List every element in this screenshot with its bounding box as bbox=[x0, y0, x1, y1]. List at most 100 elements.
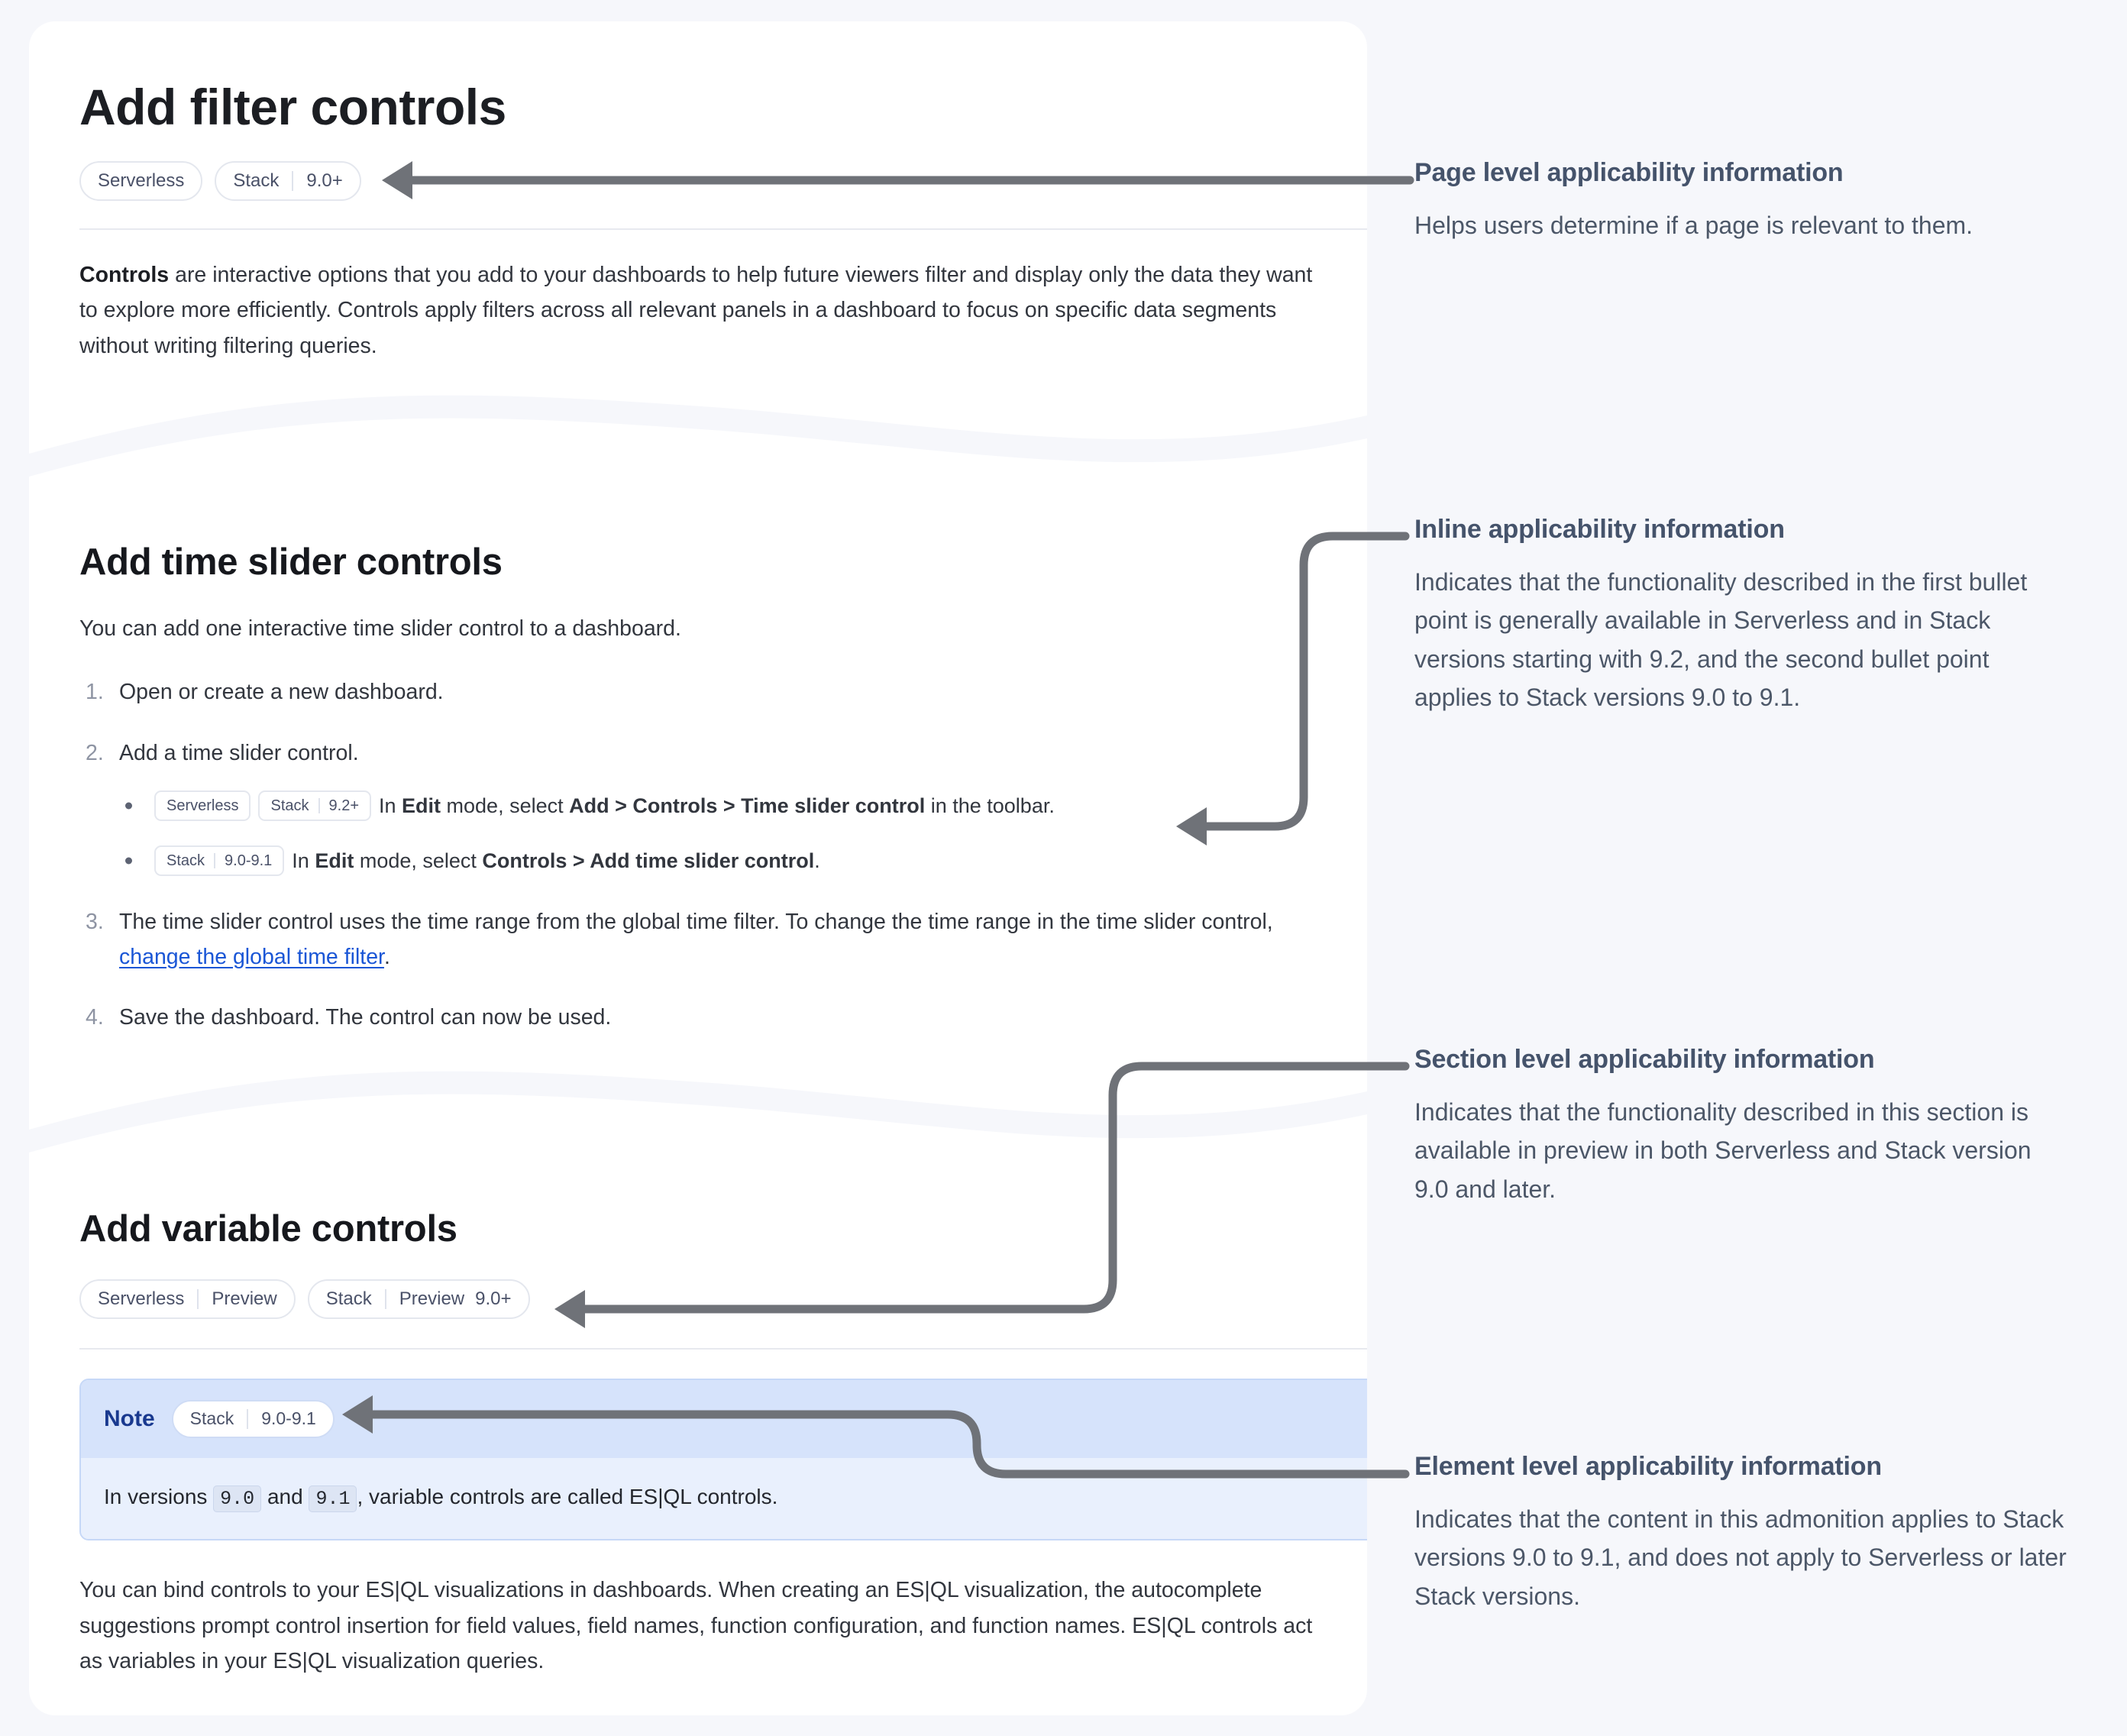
annotation-title: Inline applicability information bbox=[1414, 515, 1785, 544]
badge-key: Stack bbox=[166, 852, 205, 870]
step-text-a: The time slider control uses the time ra… bbox=[119, 910, 1273, 935]
header-divider bbox=[79, 228, 1367, 231]
annotation-title: Element level applicability information bbox=[1414, 1452, 1882, 1481]
note-header: Note Stack 9.0-9.1 bbox=[81, 1379, 1367, 1458]
code-version-90: 9.0 bbox=[213, 1485, 262, 1512]
bullet-item: Serverless Stack 9.2+ In Edit mode, sele… bbox=[119, 790, 1367, 822]
badge-stack[interactable]: Stack 9.0-9.1 bbox=[154, 845, 285, 877]
badge-separator bbox=[214, 853, 216, 869]
badge-value: 9.0-9.1 bbox=[225, 852, 273, 870]
badge-value: 9.0-9.1 bbox=[261, 1408, 316, 1429]
step-item: Add a time slider control. Serverless St… bbox=[79, 736, 1367, 877]
bullet-mid-1: mode, select bbox=[441, 794, 570, 817]
badge-value: Preview bbox=[399, 1288, 465, 1309]
note-label: Note bbox=[104, 1405, 155, 1431]
intro-rest: are interactive options that you add to … bbox=[79, 263, 1313, 358]
page-applicability-badges: Serverless Stack 9.0+ bbox=[79, 161, 1367, 202]
bullet-text: In Edit mode, select Controls > Add time… bbox=[292, 846, 819, 876]
annotation-title: Page level applicability information bbox=[1414, 158, 1844, 187]
bullet-bold-1: Edit bbox=[402, 794, 441, 817]
intro-lead: Controls bbox=[79, 263, 170, 288]
step-item: Open or create a new dashboard. bbox=[79, 675, 1367, 710]
global-time-filter-link[interactable]: change the global time filter bbox=[119, 944, 384, 969]
badge-key: Stack bbox=[270, 797, 309, 815]
badge-stack-preview[interactable]: Stack Preview 9.0+ bbox=[307, 1279, 530, 1319]
code-version-91: 9.1 bbox=[309, 1485, 357, 1512]
badge-key: Serverless bbox=[98, 1288, 185, 1309]
badge-stack[interactable]: Stack 9.2+ bbox=[258, 790, 371, 822]
bullet-bold-2: Controls bbox=[482, 849, 567, 872]
note-text-b: and bbox=[261, 1484, 309, 1508]
badge-value: Preview bbox=[212, 1288, 277, 1309]
bullet-sep-1: > bbox=[567, 849, 590, 872]
bullet-sep-2: > bbox=[717, 794, 742, 817]
badge-separator bbox=[197, 1288, 199, 1309]
wave-divider-2 bbox=[29, 1056, 1367, 1171]
badge-separator bbox=[292, 171, 294, 192]
badge-stack-note[interactable]: Stack 9.0-9.1 bbox=[171, 1399, 335, 1438]
bullet-sep-1: > bbox=[609, 794, 633, 817]
variable-controls-paragraph: You can bind controls to your ES|QL visu… bbox=[79, 1578, 1313, 1673]
note-text-c: , variable controls are called ES|QL con… bbox=[357, 1484, 778, 1508]
badge-value: 9.0+ bbox=[306, 170, 343, 192]
badge-value: 9.2+ bbox=[328, 797, 359, 815]
time-slider-steps: Open or create a new dashboard. Add a ti… bbox=[79, 675, 1367, 1036]
badge-key: Stack bbox=[325, 1288, 372, 1309]
bullet-bold-1: Edit bbox=[315, 849, 354, 872]
badge-separator bbox=[318, 798, 320, 814]
note-admonition: Note Stack 9.0-9.1 In versions 9.0 and 9… bbox=[79, 1378, 1367, 1541]
annotation-description: Indicates that the functionality describ… bbox=[1414, 567, 2028, 712]
bullet-mid-1: mode, select bbox=[354, 849, 483, 872]
annotation-description: Indicates that the content in this admon… bbox=[1414, 1505, 2067, 1610]
note-text-a: In versions bbox=[104, 1484, 214, 1508]
annotation-element-level: Element level applicability information … bbox=[1414, 1450, 2071, 1615]
badge-key: Serverless bbox=[166, 797, 239, 815]
badge-key: Stack bbox=[189, 1408, 234, 1429]
bullet-bold-4: Time slider control bbox=[741, 794, 926, 817]
badge-separator bbox=[247, 1408, 249, 1429]
annotation-page-level: Page level applicability information Hel… bbox=[1414, 157, 2071, 244]
step-text-b: . bbox=[383, 944, 390, 969]
intro-paragraph: Controls are interactive options that yo… bbox=[79, 257, 1317, 363]
note-body: In versions 9.0 and 9.1, variable contro… bbox=[81, 1457, 1367, 1540]
bullet-bold-3: Add time slider control bbox=[590, 849, 815, 872]
badge-serverless[interactable]: Serverless bbox=[79, 161, 203, 202]
section-divider bbox=[79, 1347, 1367, 1350]
step-text: Add a time slider control. bbox=[119, 740, 359, 765]
step-item: The time slider control uses the time ra… bbox=[79, 905, 1341, 975]
page-title: Add filter controls bbox=[79, 79, 506, 135]
bullet-suffix: in the toolbar. bbox=[925, 794, 1055, 817]
section-variable-controls: Add variable controls Serverless Preview… bbox=[29, 1208, 1367, 1679]
section-heading-variable: Add variable controls bbox=[79, 1208, 457, 1249]
section-applicability-badges: Serverless Preview Stack Preview 9.0+ bbox=[79, 1279, 1367, 1319]
annotation-inline: Inline applicability information Indicat… bbox=[1414, 513, 2071, 717]
bullet-text: In Edit mode, select Add > Controls > Ti… bbox=[379, 791, 1055, 821]
badge-serverless[interactable]: Serverless bbox=[154, 790, 251, 822]
bullet-item: Stack 9.0-9.1 In Edit mode, select Contr… bbox=[119, 845, 1367, 877]
annotation-section-level: Section level applicability information … bbox=[1414, 1043, 2071, 1208]
bullet-bold-2: Add bbox=[569, 794, 609, 817]
step-text: Save the dashboard. The control can now … bbox=[119, 1005, 612, 1030]
bullet-bold-3: Controls bbox=[632, 794, 718, 817]
wave-divider-1 bbox=[29, 380, 1367, 495]
badge-serverless-preview[interactable]: Serverless Preview bbox=[79, 1279, 296, 1319]
document-card: Add filter controls Serverless Stack 9.0… bbox=[29, 21, 1367, 1715]
section-intro-time-slider: You can add one interactive time slider … bbox=[79, 616, 681, 641]
annotation-description: Helps users determine if a page is relev… bbox=[1414, 211, 1973, 239]
badge-key: Serverless bbox=[98, 170, 185, 192]
page-header-block: Add filter controls Serverless Stack 9.0… bbox=[29, 79, 1367, 364]
section-time-slider: Add time slider controls You can add one… bbox=[29, 541, 1367, 1036]
section-heading-time-slider: Add time slider controls bbox=[79, 541, 503, 583]
bullet-prefix: In bbox=[292, 849, 315, 872]
badge-key: Stack bbox=[233, 170, 280, 192]
annotation-title: Section level applicability information bbox=[1414, 1045, 1875, 1074]
bullet-suffix: . bbox=[814, 849, 820, 872]
badge-separator bbox=[384, 1288, 386, 1309]
badge-value-2: 9.0+ bbox=[475, 1288, 512, 1309]
step-item: Save the dashboard. The control can now … bbox=[79, 1001, 1367, 1036]
badge-stack[interactable]: Stack 9.0+ bbox=[215, 161, 361, 202]
annotation-description: Indicates that the functionality describ… bbox=[1414, 1098, 2032, 1203]
step-text: Open or create a new dashboard. bbox=[119, 680, 444, 705]
inline-applicability-bullets: Serverless Stack 9.2+ In Edit mode, sele… bbox=[119, 790, 1367, 877]
